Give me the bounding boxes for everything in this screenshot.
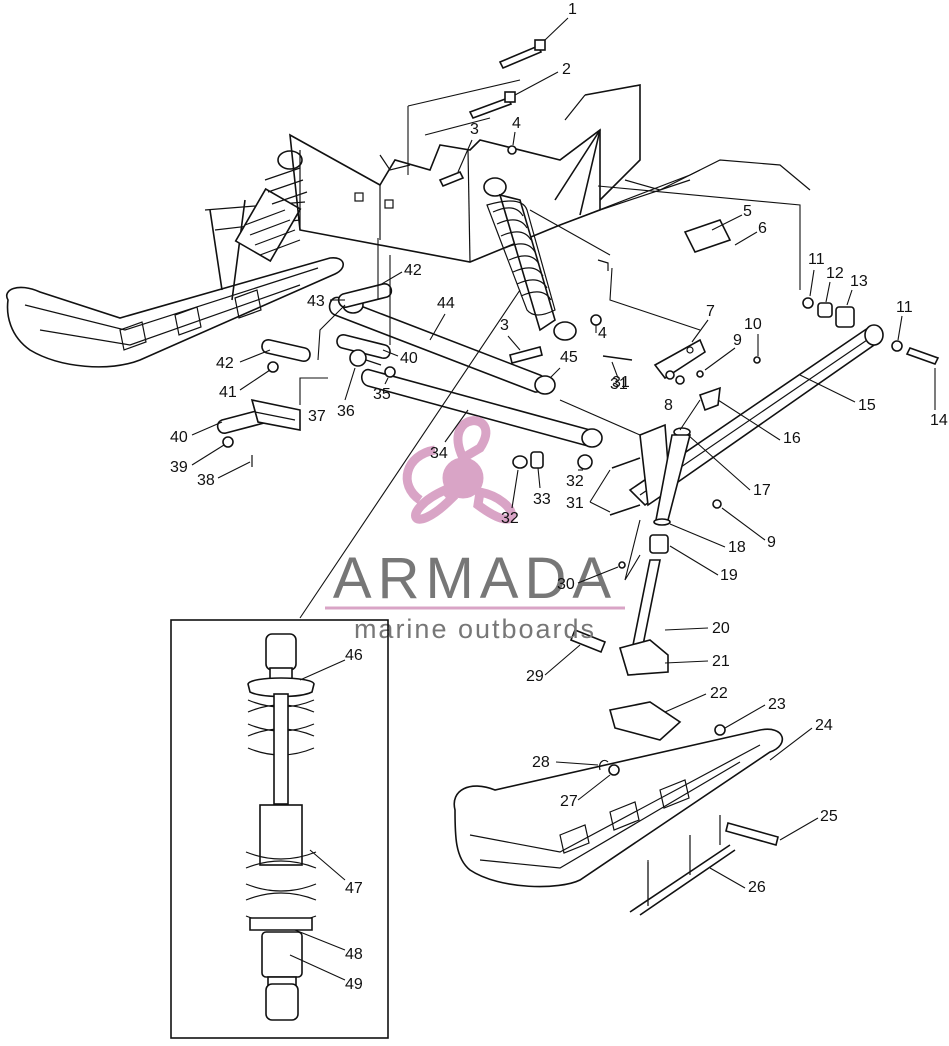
callout-31c: 31 <box>612 374 630 391</box>
center-shock-absorber <box>483 177 577 341</box>
callout-7: 7 <box>706 303 715 320</box>
callout-3b: 3 <box>500 317 509 334</box>
callout-40b: 40 <box>400 350 418 367</box>
callout-23: 23 <box>768 696 786 713</box>
propeller-logo <box>402 416 516 524</box>
callout-42b: 42 <box>216 355 234 372</box>
callout-42a: 42 <box>404 262 422 279</box>
callout-37: 37 <box>308 408 326 425</box>
leader-lines <box>299 79 801 905</box>
mounting-bolts <box>438 39 609 364</box>
chassis-bulkhead <box>289 84 811 263</box>
callout-21: 21 <box>712 653 730 670</box>
callout-15: 15 <box>858 397 876 414</box>
callout-20: 20 <box>712 620 730 637</box>
armada-watermark: ARMADA marine outboards <box>325 416 625 644</box>
callout-41: 41 <box>219 384 237 401</box>
callout-3: 3 <box>470 121 479 138</box>
callout-14: 14 <box>930 412 948 429</box>
callout-38: 38 <box>197 472 215 489</box>
callout-4b: 4 <box>598 325 607 342</box>
callout-19: 19 <box>720 567 738 584</box>
callout-13: 13 <box>850 273 868 290</box>
callout-25: 25 <box>820 808 838 825</box>
callout-48: 48 <box>345 946 363 963</box>
shock-absorber-inset <box>170 619 389 1039</box>
front-ski-assembly <box>453 701 784 916</box>
callout-4: 4 <box>512 115 521 132</box>
linkage-arms <box>216 283 603 467</box>
callout-11b: 11 <box>896 299 913 316</box>
callout-47: 47 <box>345 880 363 897</box>
callout-24: 24 <box>815 717 833 734</box>
callout-2: 2 <box>562 61 571 78</box>
callout-26: 26 <box>748 879 766 896</box>
callout-40a: 40 <box>170 429 188 446</box>
callout-28: 28 <box>532 754 550 771</box>
callout-35: 35 <box>373 386 391 403</box>
callout-17: 17 <box>753 482 771 499</box>
callout-29: 29 <box>526 668 544 685</box>
callout-27: 27 <box>560 793 578 810</box>
left-shock-absorber <box>234 150 308 263</box>
callout-12: 12 <box>826 265 844 282</box>
callout-33: 33 <box>533 491 551 508</box>
callout-46: 46 <box>345 647 363 664</box>
watermark-brand: ARMADA <box>333 546 617 611</box>
callout-16: 16 <box>783 430 801 447</box>
callout-labels: 1 2 3 4 5 6 7 8 9 10 11 12 13 11 14 15 1… <box>170 1 948 993</box>
callout-34: 34 <box>430 445 448 462</box>
trailing-arm <box>512 219 940 516</box>
callout-6: 6 <box>758 220 767 237</box>
callout-18: 18 <box>728 539 746 556</box>
callout-49: 49 <box>345 976 363 993</box>
callout-31b: 31 <box>566 495 584 512</box>
callout-9: 9 <box>733 332 742 349</box>
callout-30: 30 <box>557 576 575 593</box>
left-ski-assembly <box>5 199 344 368</box>
callout-1: 1 <box>568 1 577 18</box>
callout-32a: 32 <box>566 473 584 490</box>
callout-39: 39 <box>170 459 188 476</box>
callout-11a: 11 <box>808 251 825 268</box>
callout-9b: 9 <box>767 534 776 551</box>
callout-5: 5 <box>743 203 752 220</box>
callout-8: 8 <box>664 397 673 414</box>
watermark-tagline: marine outboards <box>354 614 596 644</box>
callout-43: 43 <box>307 293 325 310</box>
callout-36: 36 <box>337 403 355 420</box>
callout-22: 22 <box>710 685 728 702</box>
callout-45: 45 <box>560 349 578 366</box>
callout-31a: 31 <box>610 376 628 393</box>
callout-32b: 32 <box>501 510 519 527</box>
callout-44: 44 <box>437 295 455 312</box>
callout-10: 10 <box>744 316 762 333</box>
steering-spindle <box>569 427 692 676</box>
